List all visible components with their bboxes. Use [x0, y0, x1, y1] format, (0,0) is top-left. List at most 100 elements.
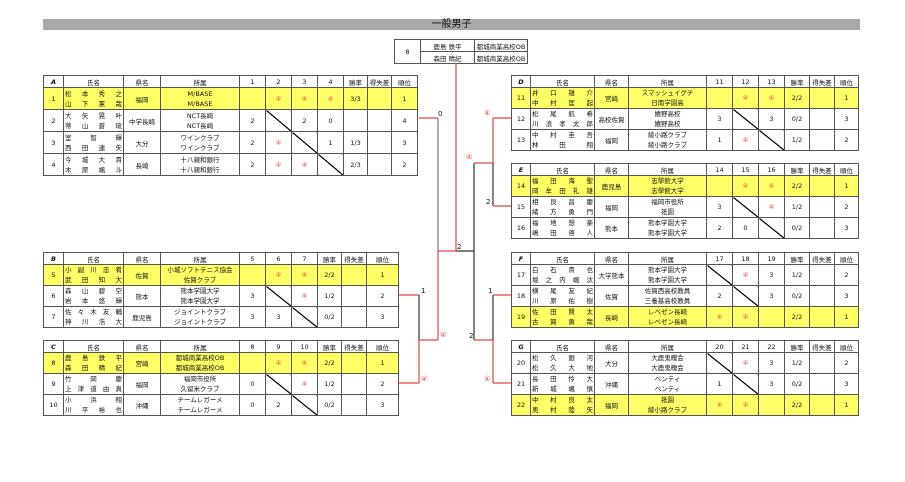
point-diff	[809, 394, 835, 416]
player-name: 横 尾 友 紀	[532, 287, 593, 295]
player-name: 松 久 大 地	[532, 364, 593, 372]
affiliation: 熊本学園大学	[648, 276, 687, 284]
player-names: 松 本 秀 之山 下 憲 哉	[63, 87, 124, 110]
player-name: 白 石 貴 也	[532, 266, 593, 274]
bracket-score: 2	[486, 198, 491, 206]
match-score: ④	[732, 87, 759, 109]
affiliation: 日南学園高	[651, 99, 684, 107]
self-match-cell	[732, 373, 759, 395]
match-score: ④	[317, 87, 344, 110]
affiliation: 小城ソフトテニス協会	[167, 266, 233, 274]
affiliation: 佐賀クラブ	[183, 276, 217, 284]
affiliation: 熊本学園大学	[180, 297, 220, 305]
match-score: 2	[265, 394, 292, 416]
player-name: 松 久 銀 河	[532, 354, 593, 362]
affiliation: レベゼン長崎	[648, 308, 687, 316]
self-match-cell	[758, 217, 785, 239]
bracket-score: ④	[440, 331, 447, 339]
bracket-score: ④	[421, 375, 428, 383]
affiliations: 熊本学園大学熊本学園大学	[628, 217, 707, 239]
point-diff	[341, 352, 367, 374]
rank: 1	[391, 87, 418, 110]
affiliation: 綾小路クラブ	[648, 131, 687, 139]
self-match-cell	[239, 87, 266, 110]
affiliation: 三養基高校教員	[644, 297, 691, 305]
affiliation: 嬉野高校	[654, 110, 681, 118]
affiliation: 大鹿鬼魄会	[651, 364, 684, 372]
affiliation: 志學館大学	[651, 177, 684, 185]
affiliations: 熊本学園大学熊本学園大学	[628, 264, 707, 286]
affiliation: M/BASE	[187, 89, 213, 98]
affiliations: レベゼン長崎レベゼン長崎	[628, 306, 707, 328]
prefecture: 宮崎	[123, 352, 161, 374]
affiliation: 久留米クラブ	[180, 385, 220, 393]
affiliation: 佐賀西高校教員	[644, 287, 691, 295]
team-no: 10	[43, 394, 64, 416]
self-match-cell	[291, 394, 318, 416]
player-name: 山 下 憲 哉	[65, 99, 122, 108]
prefecture: 福岡	[594, 394, 629, 416]
affiliation: ワインクラブ	[180, 143, 220, 152]
affiliation: 熊本学園大学	[648, 266, 687, 274]
player-names: 鹿 島 鉄 平森 田 晴 紀	[63, 352, 124, 374]
affiliation: 祇園	[661, 396, 674, 404]
rank: 1	[834, 394, 859, 416]
player-name: 岡 牟 田 礼 雄	[532, 187, 593, 195]
affiliations: スマッシュイグチ日南学園高	[628, 87, 707, 109]
player-name: 中 村 圭 吾	[532, 131, 593, 139]
win-rate: 2/2	[317, 352, 342, 374]
player-name: 佐 田 賢 太	[532, 308, 593, 316]
rank: 3	[366, 394, 399, 416]
self-match-cell	[758, 394, 785, 416]
player-names: 井 口 雄 介中 村 匡 起	[530, 87, 595, 109]
affiliation: ベンティ	[654, 375, 681, 383]
affiliation: チームレガーメ	[177, 396, 223, 404]
player-name: 西 田 連 矢	[65, 143, 122, 152]
player-name: 鹿 島 鉄 平	[65, 354, 122, 362]
bracket-score: 1	[488, 287, 493, 295]
affiliations: 綾小路クラブ綾小路クラブ	[628, 129, 707, 151]
affiliation: 十八親和銀行	[180, 165, 220, 174]
match-score: ④	[291, 87, 318, 110]
player-names: 佐 田 賢 太古 賀 勇 哉	[530, 306, 595, 328]
rank: 2	[391, 153, 418, 176]
prefecture: 鹿児島	[594, 175, 629, 197]
prefecture: 沖縄	[123, 394, 161, 416]
affiliation: 嬉野高校	[654, 120, 681, 128]
player-name: 林 田 翔	[532, 141, 593, 149]
affiliation: ジョイントクラブ	[174, 318, 226, 326]
affiliation: ワインクラブ	[180, 133, 220, 142]
rank: 1	[834, 175, 859, 197]
affiliation: 祇園	[661, 208, 674, 216]
self-match-cell	[317, 153, 344, 176]
player-name: 長 田 怜 大	[532, 375, 593, 383]
affiliations: 小城ソフトテニス協会佐賀クラブ	[160, 264, 240, 286]
player-name: 井 口 雄 介	[532, 89, 593, 97]
affiliation: 志學館大学	[651, 187, 684, 195]
affiliation: 綾小路クラブ	[648, 406, 687, 414]
rank: 2	[834, 129, 859, 151]
rank: 3	[366, 306, 399, 328]
affiliation: ベンティ	[654, 385, 681, 393]
match-score: ④	[265, 87, 292, 110]
affiliation: 熊本学園大学	[648, 229, 687, 237]
player-name: 福 地 想 楽	[532, 219, 593, 227]
win-rate: 2/2	[784, 175, 810, 197]
player-name: 緒 方 勇 門	[532, 208, 593, 216]
rank: 1	[834, 87, 859, 109]
